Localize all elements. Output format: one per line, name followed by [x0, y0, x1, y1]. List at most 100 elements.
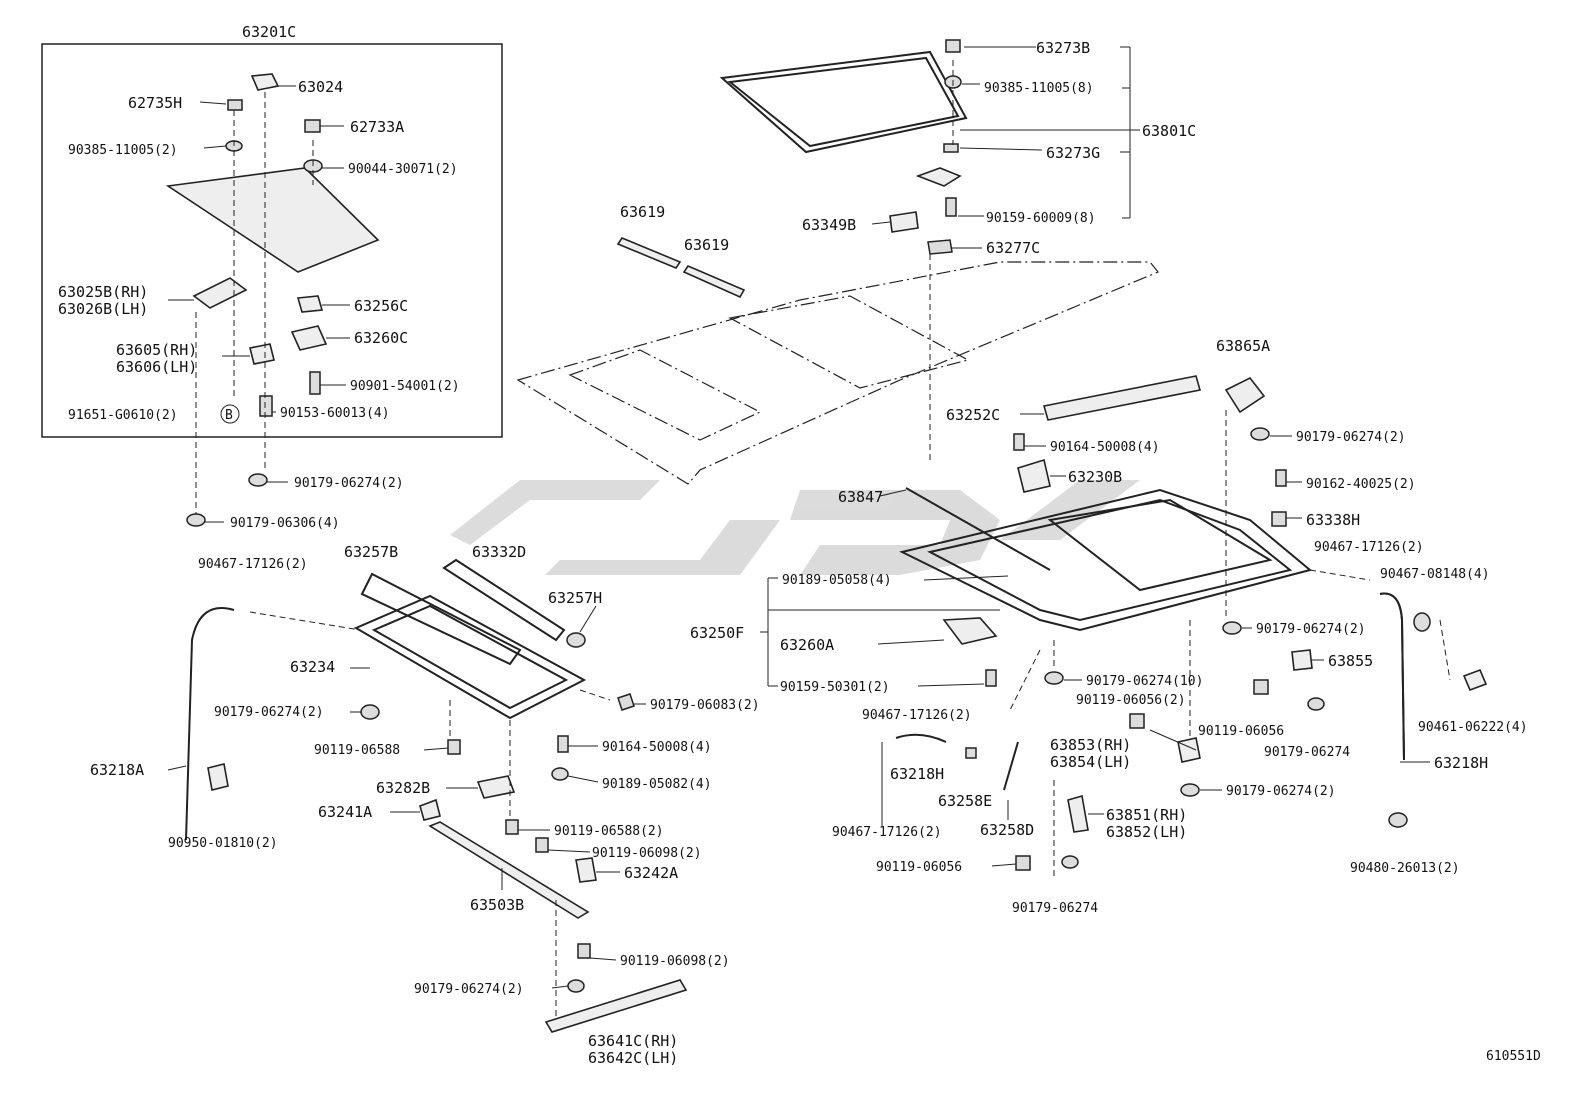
bolt-90119-06056-b	[1015, 855, 1031, 871]
nut-90179-e	[1222, 621, 1242, 635]
deflector-strip-63619a	[616, 237, 682, 269]
label-63241A: 63241A	[318, 803, 372, 821]
label-63258D: 63258D	[980, 821, 1034, 839]
label-90119-06588-b: 90119-06588(2)	[554, 824, 664, 839]
label-63258E: 63258E	[938, 792, 992, 810]
plate-63256C	[296, 295, 324, 313]
label-63025B: 63025B(RH)	[58, 283, 148, 301]
nut-90179-b	[360, 704, 380, 720]
nut-90179-d	[1250, 427, 1270, 441]
bracket-63851	[1067, 794, 1089, 833]
label-90119-06056-b: 90119-06056	[876, 860, 962, 875]
bracket-63025B	[192, 277, 248, 309]
label-63619-a: 63619	[620, 203, 665, 221]
nut-90179-f	[1180, 783, 1200, 797]
grommet-90480	[1388, 812, 1408, 828]
label-90179-d: 90179-06274(2)	[1296, 430, 1406, 445]
label-63260A: 63260A	[780, 636, 834, 654]
seal-63257B	[360, 572, 522, 666]
bracket-63605	[249, 343, 275, 365]
screw-90901	[309, 371, 321, 395]
bracket-63230B	[1017, 458, 1051, 493]
drain-hose-63218H-short	[895, 733, 947, 743]
bracket-63260A	[942, 617, 998, 645]
block-63349B	[889, 211, 919, 233]
label-63865A: 63865A	[1216, 337, 1270, 355]
label-90467-08148: 90467-08148(4)	[1380, 567, 1490, 582]
label-63230B: 63230B	[1068, 468, 1122, 486]
label-90385-2: 90385-11005(2)	[68, 143, 178, 158]
bracket-63260C	[290, 325, 328, 351]
label-90480: 90480-26013(2)	[1350, 861, 1460, 876]
seal-63332D	[442, 558, 566, 642]
bracket-63282B	[476, 775, 516, 799]
assembly-box-63201C	[41, 43, 503, 438]
label-63201C: 63201C	[242, 23, 296, 41]
reference-b-circle	[220, 404, 240, 424]
bracket-63865A	[1224, 376, 1266, 414]
label-90467-a: 90467-17126(2)	[198, 557, 308, 572]
label-90467-b: 90467-17126(2)	[1314, 540, 1424, 555]
label-63257B: 63257B	[344, 543, 398, 561]
label-90179-single-a: 90179-06274	[1264, 745, 1350, 760]
rail-63641C	[544, 979, 688, 1033]
label-63349B: 63349B	[802, 216, 856, 234]
label-63282B: 63282B	[376, 779, 430, 797]
label-63338H: 63338H	[1306, 511, 1360, 529]
label-63605: 63605(RH)	[116, 341, 197, 359]
shim-63273G	[943, 143, 959, 153]
nut-90179-a	[248, 473, 268, 487]
label-63855: 63855	[1328, 652, 1373, 670]
label-63606: 63606(LH)	[116, 358, 197, 376]
cap-63273B	[945, 39, 961, 53]
bracket-63242A	[575, 857, 597, 883]
nut-90179-10	[1044, 671, 1064, 685]
label-63252C: 63252C	[946, 406, 1000, 424]
label-90044: 90044-30071(2)	[348, 162, 458, 177]
rail-63503B	[428, 821, 590, 919]
roof-outline	[516, 261, 1159, 485]
label-90159-50301: 90159-50301(2)	[780, 680, 890, 695]
bolt-90119-06098-b	[577, 943, 591, 959]
nut-90179-single-a	[1307, 697, 1325, 711]
screw-90159-50301	[985, 669, 997, 687]
label-90950: 90950-01810(2)	[168, 836, 278, 851]
screw-90164-b	[1013, 433, 1025, 451]
cap-63257H	[566, 632, 586, 648]
label-90461: 90461-06222(4)	[1418, 720, 1528, 735]
label-63256C: 63256C	[354, 297, 408, 315]
deflector-strip-63619b	[682, 265, 746, 299]
label-90164-b: 90164-50008(4)	[1050, 440, 1160, 455]
label-63218A: 63218A	[90, 761, 144, 779]
nut-90179-c	[567, 979, 585, 993]
bracket-63241A	[419, 798, 441, 821]
label-90179-a: 90179-06274(2)	[294, 476, 404, 491]
label-63851: 63851(RH)	[1106, 806, 1187, 824]
label-90119-06098-b: 90119-06098(2)	[620, 954, 730, 969]
label-63026B: 63026B(LH)	[58, 300, 148, 318]
bracket-90159	[915, 167, 962, 187]
sunroof-seal-63801C	[719, 50, 968, 154]
label-90164-a: 90164-50008(4)	[602, 740, 712, 755]
label-63250F: 63250F	[690, 624, 744, 642]
label-90119-06098-a: 90119-06098(2)	[592, 846, 702, 861]
label-90385-8: 90385-11005(8)	[984, 81, 1094, 96]
clip-90179-06083	[617, 693, 635, 711]
frame-63234	[353, 594, 587, 720]
label-63801C: 63801C	[1142, 122, 1196, 140]
label-63218H-b: 63218H	[1434, 754, 1488, 772]
label-63503B: 63503B	[470, 896, 524, 914]
label-90179-f: 90179-06274(2)	[1226, 784, 1336, 799]
sunroof-glass-panel	[165, 167, 380, 273]
label-90179-06306: 90179-06306(4)	[230, 516, 340, 531]
label-90153: 90153-60013(4)	[280, 406, 390, 421]
label-63853: 63853(RH)	[1050, 736, 1131, 754]
label-91651: 91651-G0610(2)	[68, 408, 178, 423]
bolt-90119-06098-a	[535, 837, 549, 853]
label-63024: 63024	[298, 78, 343, 96]
label-63260C: 63260C	[354, 329, 408, 347]
label-63847: 63847	[838, 488, 883, 506]
rail-63252C	[1042, 375, 1202, 421]
label-63273G: 63273G	[1046, 144, 1100, 162]
label-63273B: 63273B	[1036, 39, 1090, 57]
